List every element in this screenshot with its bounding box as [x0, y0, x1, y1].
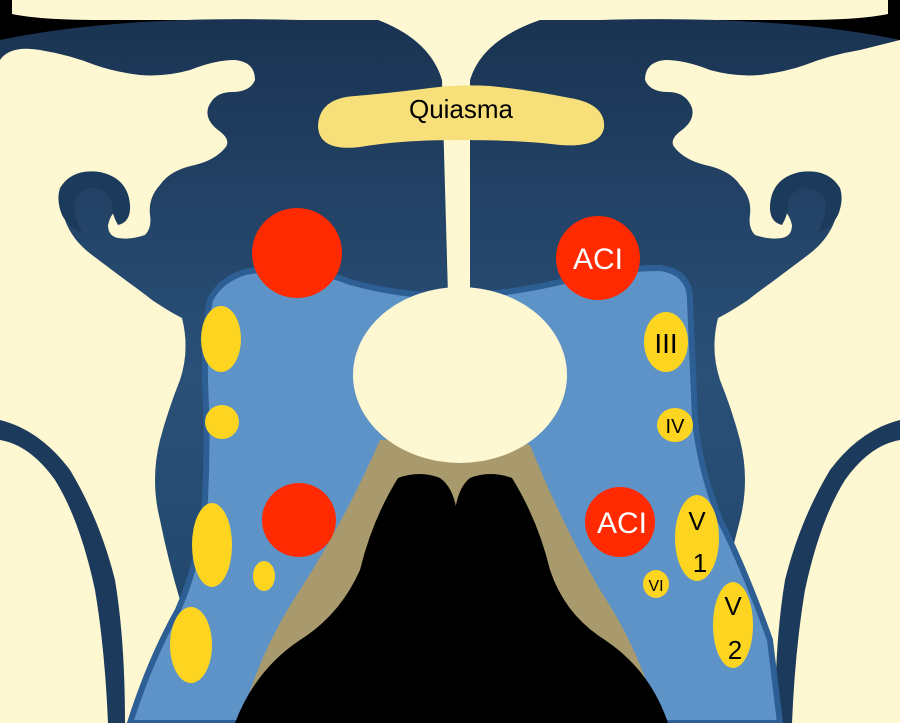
left-nerve-vi — [253, 561, 275, 591]
aci-left-upper — [252, 208, 342, 298]
pituitary-gland — [353, 287, 567, 463]
nerve-iii-label: III — [654, 328, 677, 359]
top-brain-tissue — [12, 0, 888, 20]
nerve-vi-label: VI — [648, 578, 663, 595]
nerve-v2-label-b: 2 — [728, 635, 742, 665]
nerve-v2-label-a: V — [724, 591, 742, 621]
nerve-v1-label-a: V — [688, 506, 706, 536]
left-nerve-iv — [205, 405, 239, 439]
nerve-v1-label-b: 1 — [693, 548, 707, 578]
left-nerve-v1 — [192, 503, 232, 587]
left-nerve-v2 — [170, 607, 212, 683]
chiasm-label: Quiasma — [409, 94, 514, 124]
aci-left-lower — [262, 483, 336, 557]
aci-lower-label: ACI — [597, 507, 647, 540]
aci-upper-label: ACI — [573, 243, 623, 276]
nerve-iv-label: IV — [666, 416, 686, 438]
left-nerve-iii — [201, 306, 241, 372]
